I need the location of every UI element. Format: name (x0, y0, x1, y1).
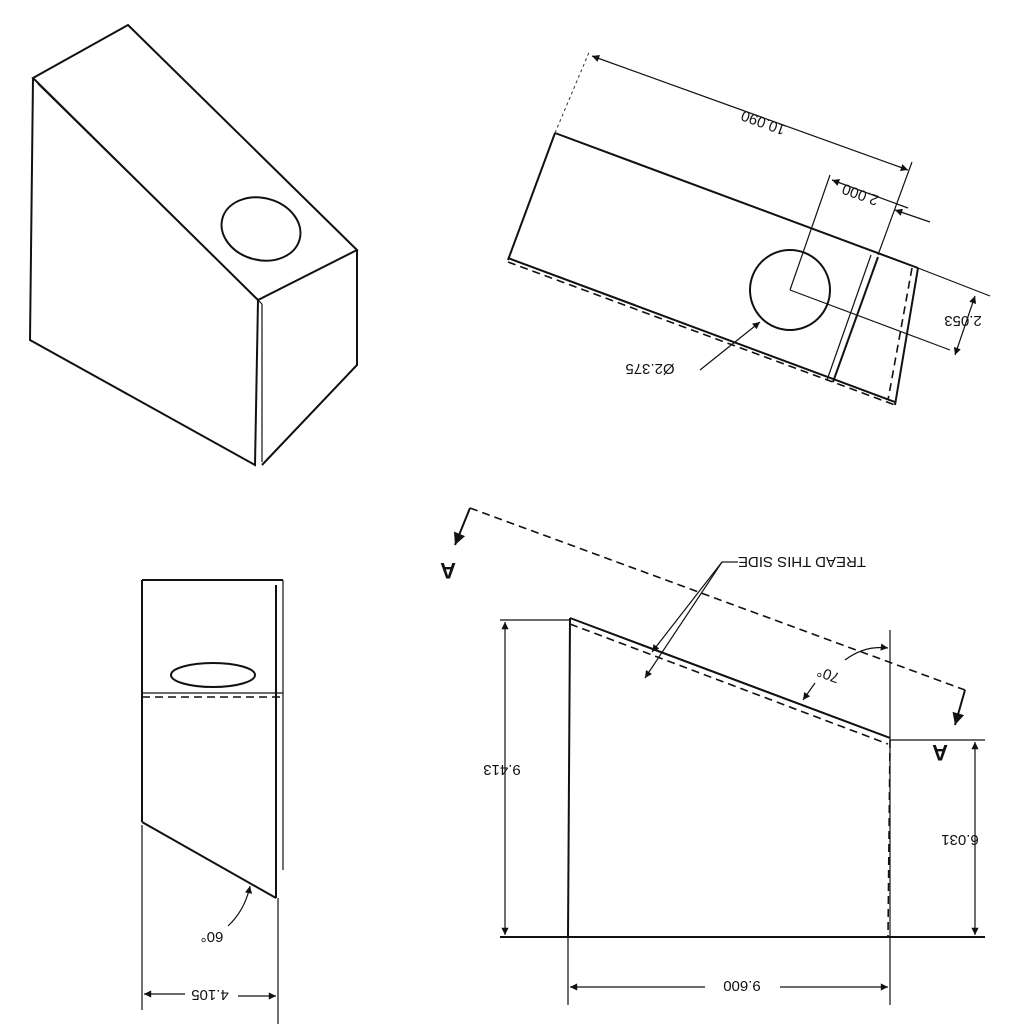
section-arrow-right (952, 689, 966, 726)
dim-hole-offset: 2.000 (840, 180, 881, 209)
side-view: 4.105 60° (141, 579, 284, 1024)
dim-overall-length: 10.090 (739, 106, 788, 138)
dim-front-width: 9.600 (723, 977, 761, 994)
dim-tread-angle: 70° (815, 662, 842, 686)
hole-ellipse (170, 662, 256, 688)
dim-hole-diameter: Ø2.375 (625, 360, 674, 377)
section-label-a-right: A (932, 740, 948, 765)
dim-bend-offset: 2.053 (944, 312, 982, 329)
section-line (469, 507, 966, 691)
dim-side-width: 4.105 (191, 986, 229, 1003)
dim-height-right: 6.031 (941, 831, 979, 848)
dim-height-left: 9.413 (483, 761, 521, 778)
hole-ellipse (220, 196, 302, 262)
tread-note: TREAD THIS SIDE (738, 553, 866, 570)
isometric-view (28, 23, 359, 467)
section-label-a-left: A (440, 558, 456, 583)
top-view: 10.090 2.000 2.053 Ø2.375 (507, 49, 991, 406)
dim-side-angle: 60° (201, 928, 224, 945)
section-arrow-left (453, 507, 471, 546)
hole-circle (749, 249, 831, 331)
front-view: TREAD THIS SIDE 70° A A 9.413 6.031 9.60… (440, 507, 985, 1005)
